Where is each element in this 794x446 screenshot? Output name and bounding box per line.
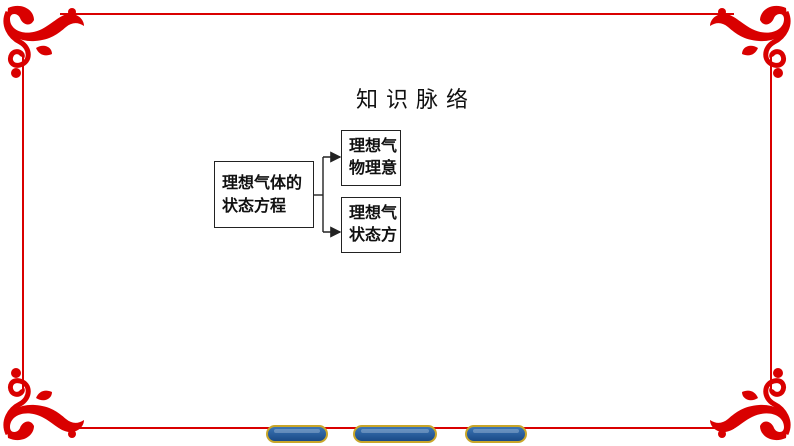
frame-top-line	[60, 13, 734, 15]
corner-top-right-icon	[710, 5, 791, 78]
bottom-branch-line-2: 状态方	[349, 225, 398, 244]
main-topic-box: 理想气体的 状态方程	[214, 161, 314, 228]
page-title: 知识脉络	[356, 88, 477, 113]
top-branch-line-1: 理想气	[349, 136, 398, 155]
corner-bottom-right-icon	[710, 368, 791, 441]
bottom-branch-line-1: 理想气	[349, 203, 398, 222]
corner-top-left-icon	[3, 5, 84, 78]
corner-bottom-left-icon	[3, 368, 84, 441]
main-topic-line-2: 状态方程	[222, 196, 287, 215]
frame-left-line	[22, 56, 24, 390]
top-branch-box: 理想气 物理意	[341, 130, 401, 186]
bottom-branch-box: 理想气 状态方	[341, 197, 401, 253]
nav-button-right[interactable]	[465, 425, 527, 443]
top-branch-line-2: 物理意	[349, 158, 398, 177]
main-topic-line-1: 理想气体的	[222, 173, 303, 192]
nav-button-middle[interactable]	[353, 425, 437, 443]
nav-button-left[interactable]	[266, 425, 328, 443]
frame-right-line	[770, 56, 772, 390]
